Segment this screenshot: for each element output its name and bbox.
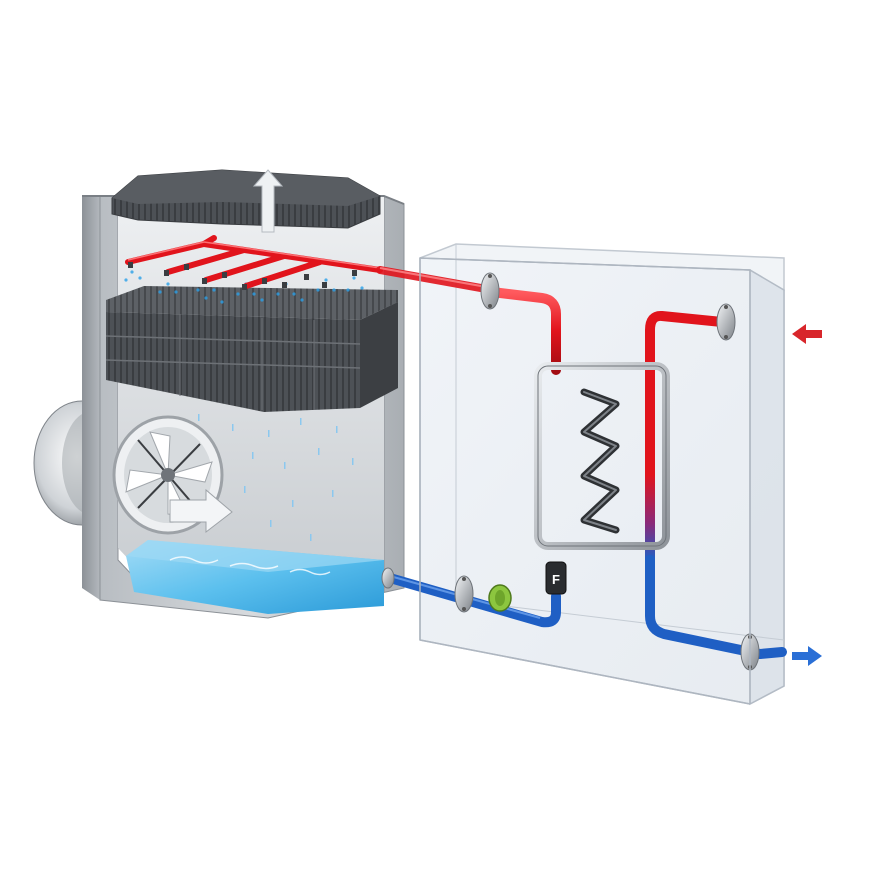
heat-exchanger-coil bbox=[580, 388, 620, 534]
exhaust-arrow-icon bbox=[252, 169, 284, 233]
process-pipe-right bbox=[645, 310, 787, 659]
plate-coil-heat-exchanger bbox=[534, 362, 670, 550]
water-basin bbox=[126, 540, 384, 614]
hot-inlet-arrow-icon bbox=[792, 324, 822, 344]
axial-fan bbox=[112, 415, 233, 535]
flange-tower-return bbox=[381, 567, 395, 589]
inline-filter: F bbox=[545, 561, 567, 595]
flange-hot-inlet bbox=[480, 272, 500, 310]
cold-outlet-arrow-icon bbox=[792, 646, 822, 666]
flange-process-inlet bbox=[716, 303, 736, 341]
filter-label: F bbox=[552, 572, 560, 587]
enclosure-front-edges bbox=[419, 257, 751, 705]
fan-airflow-arrow-icon bbox=[169, 488, 233, 534]
drift-eliminator bbox=[111, 169, 381, 229]
hot-water-supply-pipe bbox=[376, 266, 561, 375]
pipe-flanges bbox=[381, 272, 760, 671]
cooling-tower bbox=[33, 169, 405, 619]
spray-nozzle-header bbox=[124, 235, 383, 304]
inline-valve bbox=[488, 584, 512, 612]
flange-cold-return bbox=[454, 575, 474, 613]
fan-blades bbox=[125, 431, 213, 517]
fill-media-block bbox=[105, 286, 398, 412]
tower-outer-wall bbox=[82, 196, 100, 600]
